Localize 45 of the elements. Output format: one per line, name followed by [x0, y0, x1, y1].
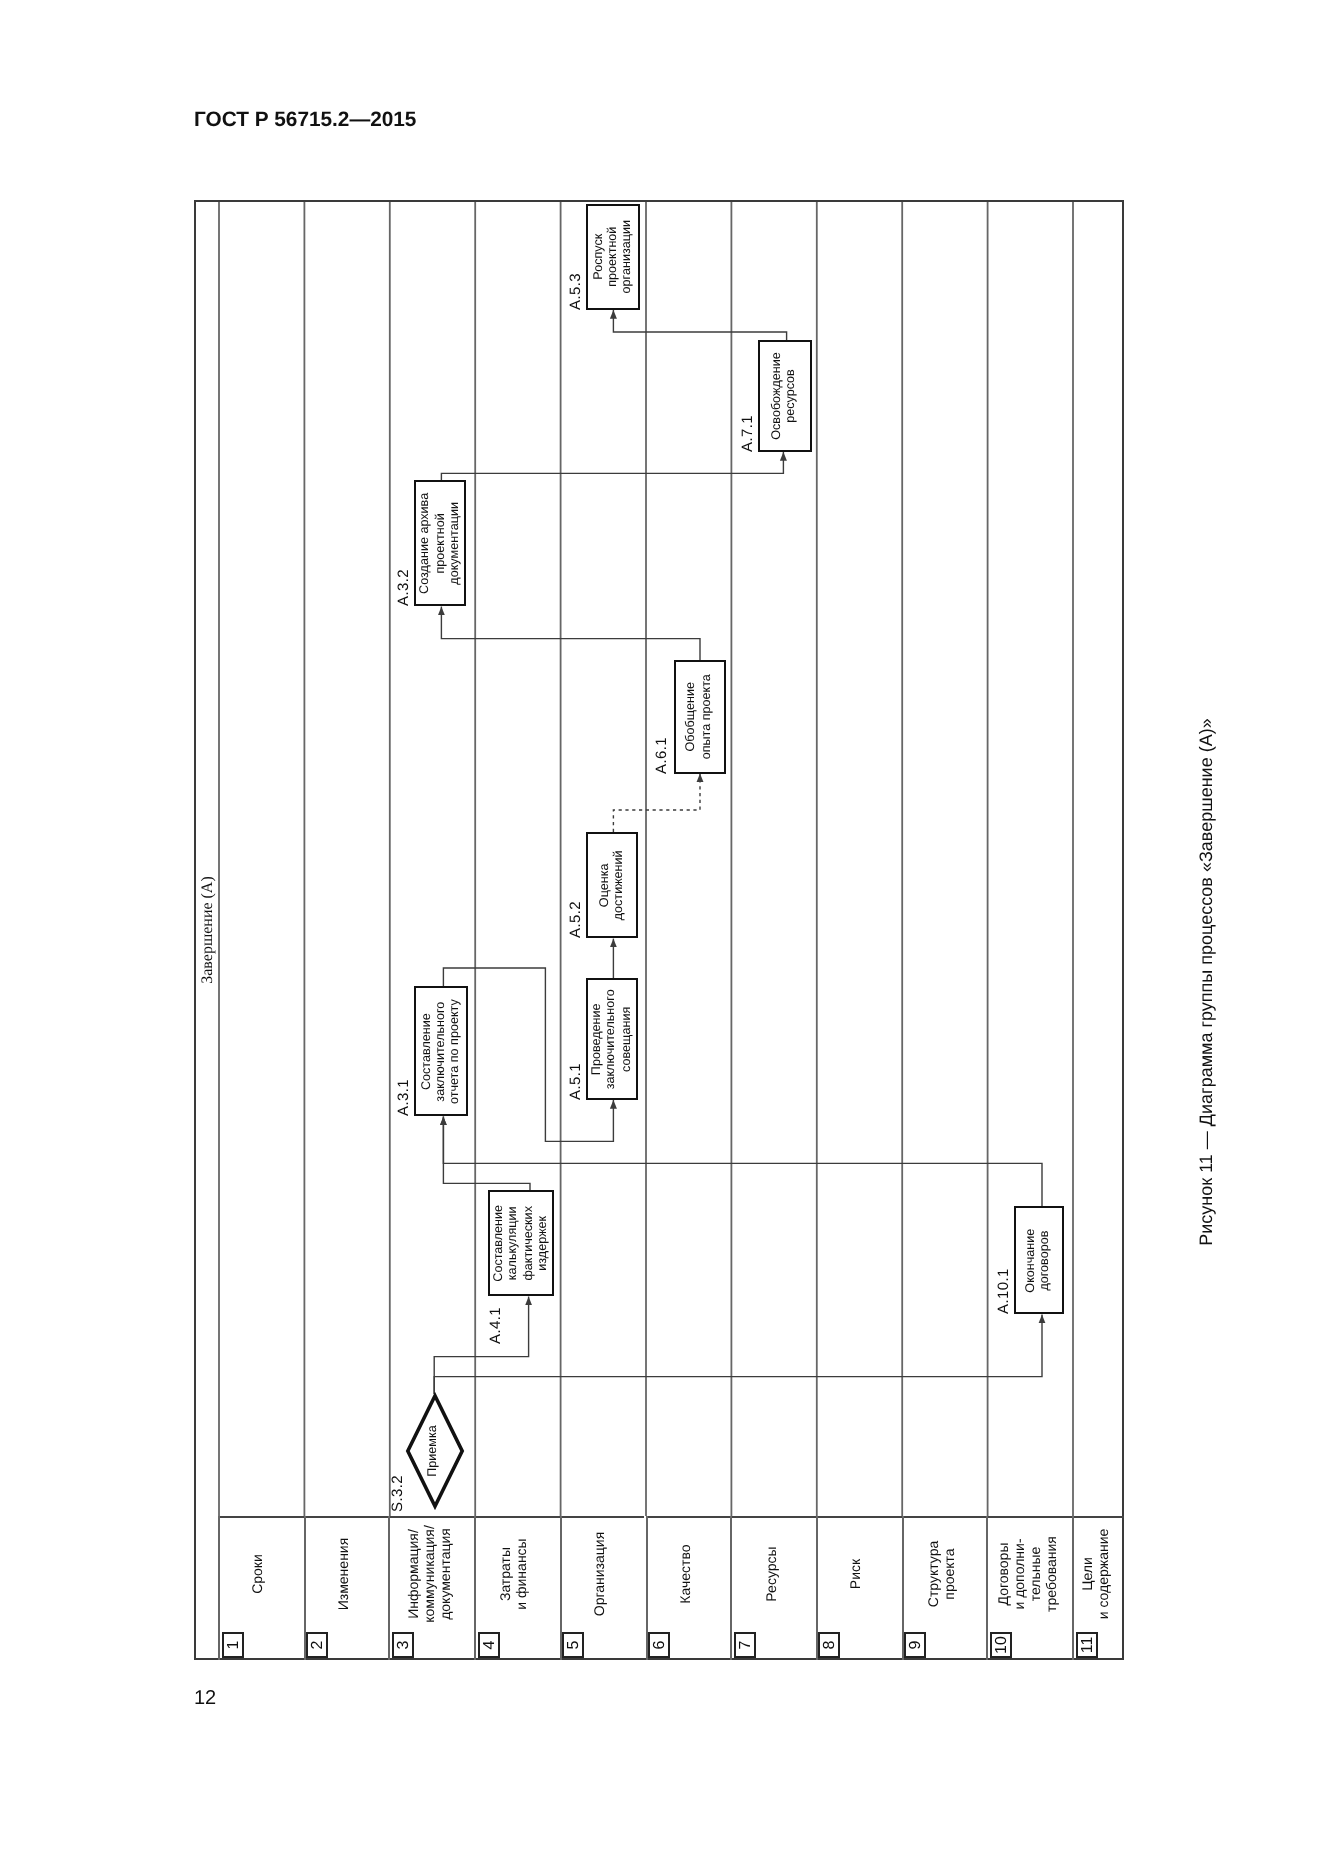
lane-number: 7	[733, 1632, 756, 1658]
lane-header	[218, 1516, 304, 1660]
connector-arrow	[609, 309, 788, 341]
figure-caption: Рисунок 11 — Диаграмма группы процессов «Завершение (А)»	[1196, 718, 1218, 1246]
connector-arrow	[609, 937, 617, 980]
lane-number: 6	[648, 1632, 670, 1658]
process-box	[758, 340, 812, 452]
lane-header	[730, 1516, 816, 1660]
connector-arrow	[612, 772, 704, 833]
lane-header	[815, 1516, 902, 1660]
connector-arrow	[437, 605, 701, 661]
lane-header	[901, 1516, 987, 1660]
swimlane-pool	[194, 200, 1124, 1660]
lane-number: 9	[904, 1632, 927, 1658]
lane-number: 1	[221, 1632, 243, 1658]
lane-number: 8	[818, 1632, 841, 1658]
page-number: 12	[194, 1688, 217, 1711]
connector-arrow	[439, 1115, 531, 1191]
lane-number: 3	[391, 1632, 414, 1658]
lane-number: 2	[306, 1632, 329, 1658]
process-box	[414, 480, 467, 607]
lane-header	[986, 1516, 1072, 1660]
lane-header	[1072, 1516, 1124, 1660]
process-box	[414, 986, 468, 1117]
process-box	[1013, 1206, 1065, 1315]
lane-number: 11	[1075, 1632, 1097, 1658]
lane-number: 10	[989, 1632, 1012, 1658]
process-box	[585, 978, 639, 1100]
document-header: ГОСТ Р 56715.2—2015	[194, 110, 417, 134]
decision-diamond	[405, 1394, 464, 1508]
process-box	[585, 832, 639, 939]
process-box	[586, 203, 640, 310]
process-box	[673, 660, 726, 774]
lane-header	[303, 1516, 389, 1660]
lane-header	[474, 1516, 560, 1660]
connector-arrow	[433, 1295, 533, 1395]
process-box	[488, 1190, 555, 1297]
connector-arrow	[440, 451, 787, 481]
connector-arrow	[442, 967, 617, 1143]
lane-number: 5	[562, 1632, 585, 1658]
pool-title: Завершение (А)	[197, 876, 215, 984]
lane-number: 4	[477, 1632, 500, 1658]
lane-header	[559, 1516, 645, 1660]
lane-header	[645, 1516, 731, 1660]
lane-header	[388, 1516, 475, 1660]
